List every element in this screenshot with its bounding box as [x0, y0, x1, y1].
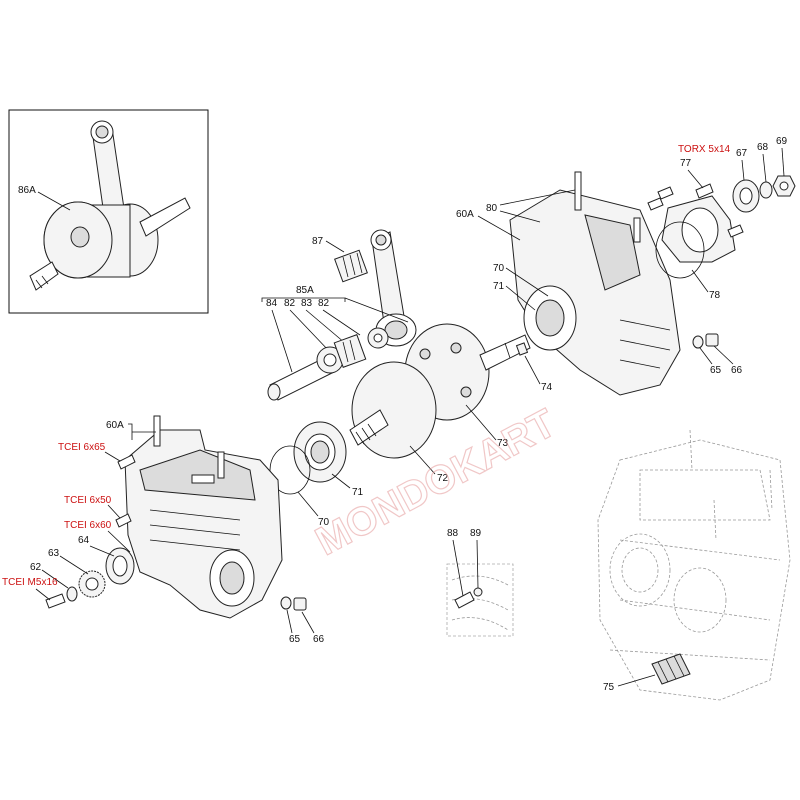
- callout-65-top: 65: [710, 365, 722, 376]
- callout-62: 62: [30, 562, 42, 573]
- callout-89: 89: [470, 528, 482, 539]
- seal-67: [732, 179, 760, 213]
- callout-68: 68: [757, 142, 769, 153]
- needle-bearing-87: [334, 249, 368, 283]
- callout-85A: 85A: [296, 285, 314, 296]
- bearing-71-bottom: [293, 421, 347, 483]
- fastener-tcei-m5x16: TCEI M5x16: [2, 577, 58, 588]
- crankshaft-inset: [8, 109, 209, 314]
- nut-69: [772, 175, 796, 197]
- callout-70-top: 70: [493, 263, 505, 274]
- fastener-tcei-6x60: TCEI 6x60: [64, 520, 112, 531]
- callout-82b: 82: [318, 298, 330, 309]
- washer-65-top: [692, 335, 704, 349]
- plug-66-top: [705, 333, 719, 347]
- crankcase-half-bottom: [124, 415, 283, 619]
- callout-73: 73: [497, 438, 509, 449]
- screw-77: [647, 183, 744, 238]
- washer-62: [66, 586, 78, 602]
- callout-74: 74: [541, 382, 553, 393]
- callout-60A-bottom: 60A: [106, 420, 124, 431]
- callout-63: 63: [48, 548, 60, 559]
- callout-80: 80: [486, 203, 498, 214]
- callout-86A: 86A: [18, 185, 36, 196]
- bolt-6x65: [117, 454, 136, 470]
- callout-69: 69: [776, 136, 788, 147]
- seal-64: [105, 547, 135, 585]
- bolt-6x50: [115, 513, 132, 528]
- filter-75: [651, 653, 691, 685]
- sprocket-63: [78, 570, 106, 598]
- washer-68: [759, 181, 773, 199]
- callout-77: 77: [680, 158, 692, 169]
- crank-half-72: [349, 361, 437, 459]
- crankcase-half-top: [509, 171, 681, 396]
- callout-78: 78: [709, 290, 721, 301]
- callout-66-bottom: 66: [313, 634, 325, 645]
- callout-83: 83: [301, 298, 313, 309]
- callout-70-bottom: 70: [318, 517, 330, 528]
- pin-74: [515, 342, 529, 356]
- callout-71-bottom: 71: [352, 487, 364, 498]
- callout-72: 72: [437, 473, 449, 484]
- callout-71-top: 71: [493, 281, 505, 292]
- thrust-washer-82: [316, 346, 344, 374]
- watermark: MONDOKART: [309, 401, 563, 564]
- washer-65-bottom: [280, 596, 292, 610]
- callout-84: 84: [266, 298, 278, 309]
- callout-87: 87: [312, 236, 324, 247]
- cover-78: [655, 195, 736, 279]
- fastener-tcei-6x50: TCEI 6x50: [64, 495, 112, 506]
- callout-88: 88: [447, 528, 459, 539]
- thrust-washer-82b: [367, 327, 389, 349]
- fastener-torx-5x14: TORX 5x14: [678, 144, 730, 155]
- callout-75: 75: [603, 682, 615, 693]
- bearing-83: [333, 334, 367, 368]
- detail-88-89: [446, 563, 514, 637]
- bolt-m5x16: [45, 593, 66, 609]
- callout-82a: 82: [284, 298, 296, 309]
- engine-block-outline: [597, 429, 791, 701]
- callout-64: 64: [78, 535, 90, 546]
- oring-70-bottom: [269, 445, 311, 495]
- plug-66-bottom: [293, 597, 307, 611]
- callout-66-top: 66: [731, 365, 743, 376]
- callout-65-bottom: 65: [289, 634, 301, 645]
- fastener-tcei-6x65: TCEI 6x65: [58, 442, 106, 453]
- callout-67: 67: [736, 148, 748, 159]
- callout-60A-top: 60A: [456, 209, 474, 220]
